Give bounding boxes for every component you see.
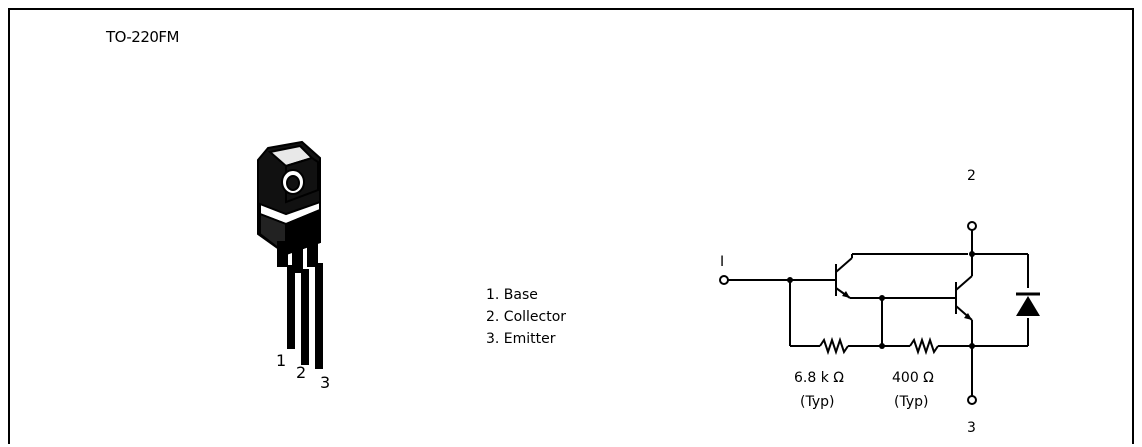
resistor-1-value: 6.8 k Ω — [794, 370, 844, 386]
package-name: TO-220FM — [106, 28, 180, 46]
package-drawing: 1 2 3 — [257, 140, 330, 390]
package-leads — [277, 241, 323, 369]
collector-terminal-label: 2 — [967, 168, 976, 184]
resistor-1-note: (Typ) — [800, 394, 834, 410]
emitter-terminal — [967, 395, 977, 405]
pin-legend-base: 1. Base — [486, 287, 538, 303]
emitter-terminal-label: 3 — [967, 420, 976, 436]
pin-legend: 1. Base 2. Collector 3. Emitter — [486, 284, 566, 350]
resistor-2-note: (Typ) — [894, 394, 928, 410]
circuit-schematic: I 2 3 6.8 k Ω (Typ) 400 Ω (Typ) — [719, 168, 1040, 436]
package-pin-1-label: 1 — [276, 351, 286, 370]
diode — [1016, 296, 1040, 316]
pin-legend-emitter: 3. Emitter — [486, 331, 556, 347]
package-pin-2-label: 2 — [296, 363, 306, 382]
resistor-2-value: 400 Ω — [892, 370, 934, 386]
collector-terminal — [967, 221, 977, 231]
resistor-2 — [909, 336, 939, 356]
package-body — [257, 140, 321, 257]
pin-legend-collector: 2. Collector — [486, 309, 567, 325]
resistor-1 — [819, 336, 849, 356]
package-pin-3-label: 3 — [320, 373, 330, 390]
diagram-frame: TO-220FM 1 2 3 1. Base 2. Collector — [8, 8, 1134, 444]
base-terminal — [719, 275, 729, 285]
base-terminal-label: I — [720, 254, 724, 270]
